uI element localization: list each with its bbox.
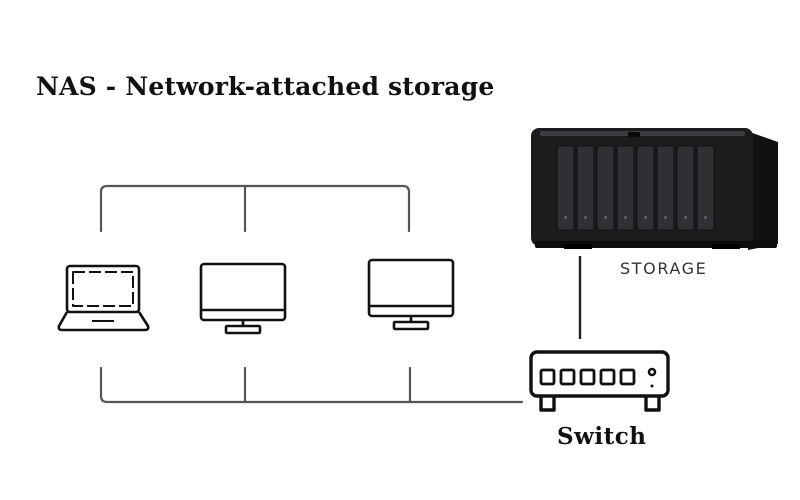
laptop-icon [57, 264, 150, 332]
top-connector-lines [99, 184, 411, 233]
diagram-title: NAS - Network-attached storage [36, 72, 495, 101]
bottom-connector-lines [99, 366, 524, 404]
nas-enclosure-icon [531, 128, 778, 250]
storage-label: STORAGE [620, 259, 708, 278]
switch-label: Switch [557, 423, 647, 450]
desktop-monitor-icon [367, 258, 455, 331]
network-switch-icon [529, 350, 670, 412]
drive-bays [556, 145, 715, 231]
desktop-monitor-icon [199, 262, 287, 335]
